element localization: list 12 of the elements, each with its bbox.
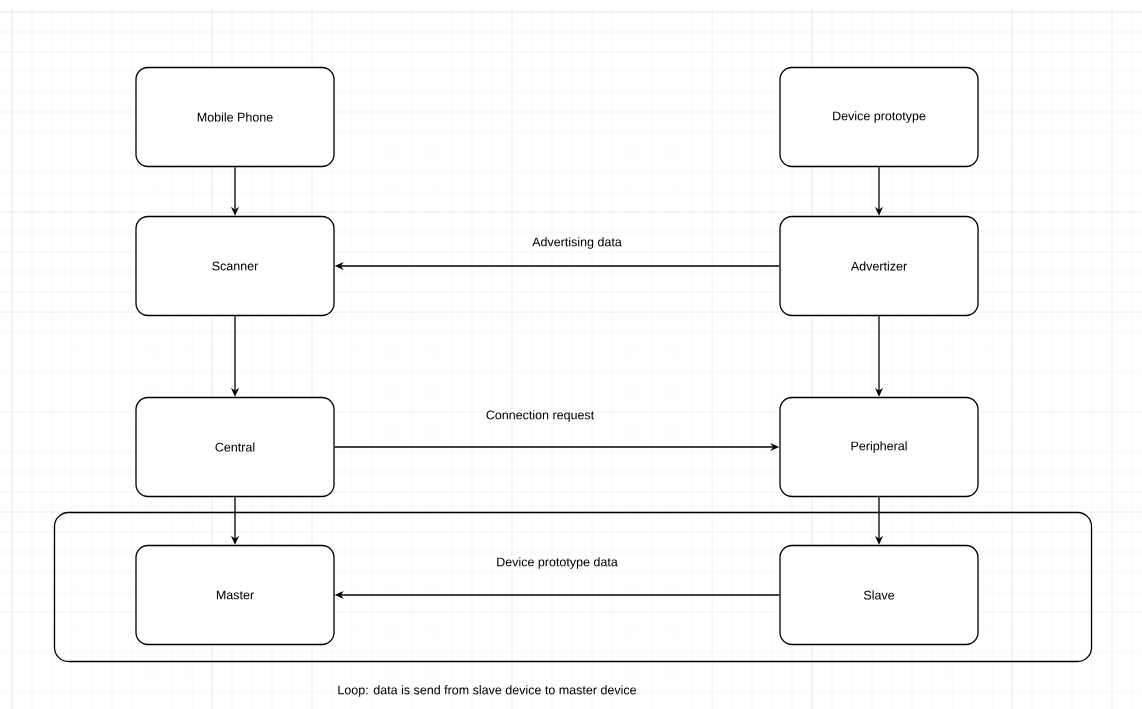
edge-label: Device prototype data — [495, 556, 619, 570]
process-box: Peripheral — [779, 396, 979, 498]
process-box: Central — [135, 396, 335, 498]
process-box: Advertizer — [779, 215, 979, 317]
inner-box: Slave — [779, 544, 979, 646]
node-label: Loop: data is send from slave device to master device — [338, 685, 637, 697]
process-box: Device prototype — [779, 66, 979, 168]
process-box: Scanner — [135, 215, 335, 317]
edge-label: Advertising data — [531, 236, 623, 250]
process-box: Mobile Phone — [135, 66, 335, 168]
inner-box: Master — [135, 544, 335, 646]
edge-label: Connection request — [484, 409, 596, 423]
